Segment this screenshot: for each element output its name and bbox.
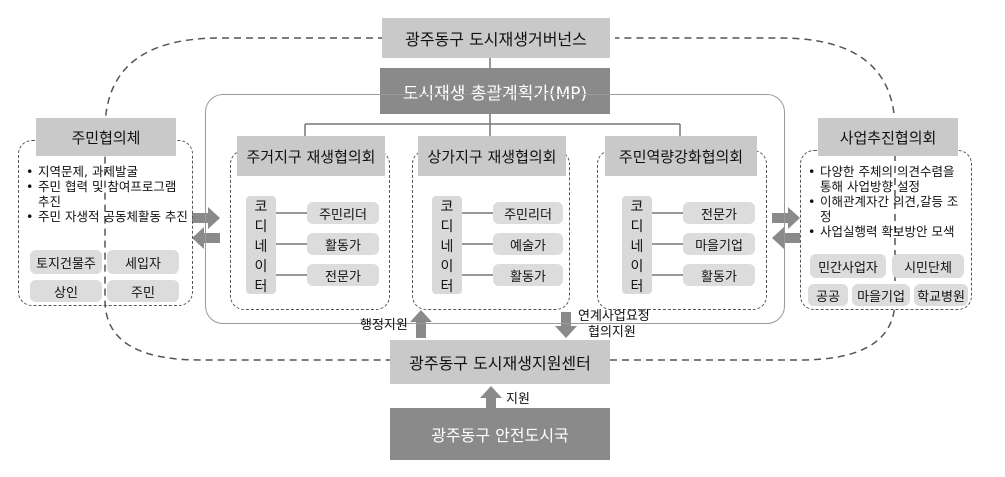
business-council-bullets: 다양한 주체의 의견수렴을 통해 사업방향 설정 이해관계자간 의견,갈등 조정…	[808, 164, 968, 239]
resident-member-1: 토지건물주	[30, 250, 102, 274]
council-title-commercial: 상가지구 재생협의회	[418, 136, 566, 176]
linked-request-label: 연계사업요청	[578, 309, 650, 324]
council-title-residential: 주거지구 재생협의회	[237, 136, 385, 176]
business-member-5: 학교병원	[914, 284, 968, 306]
business-member-1: 민간사업자	[810, 254, 886, 278]
business-member-4: 마을기업	[852, 284, 910, 306]
member-capacity-1: 전문가	[683, 202, 755, 224]
governance-title: 광주동구 도시재생거버넌스	[382, 18, 610, 58]
member-residential-2: 활동가	[307, 233, 379, 255]
left-exchange-arrows	[192, 207, 220, 249]
resident-member-4: 주민	[107, 280, 179, 302]
business-member-2: 시민단체	[892, 254, 964, 278]
linked-request-arrow	[555, 312, 577, 338]
admin-support-label: 행정지원	[360, 318, 408, 333]
member-capacity-3: 활동가	[683, 264, 755, 286]
member-commercial-1: 주민리더	[493, 202, 563, 224]
support-center-box: 광주동구 도시재생지원센터	[390, 340, 610, 384]
council-container	[205, 94, 785, 324]
business-member-3: 공공	[808, 284, 848, 306]
resident-member-2: 세입자	[107, 250, 179, 274]
resident-member-3: 상인	[30, 280, 102, 302]
council-title-capacity: 주민역량강화협의회	[605, 136, 757, 176]
resident-council-title: 주민협의체	[36, 118, 176, 156]
admin-support-arrow	[410, 310, 432, 338]
member-residential-3: 전문가	[307, 264, 379, 286]
master-plan-box: 도시재생 총괄계획가(MP)	[380, 68, 610, 114]
support-arrow	[480, 386, 502, 408]
consult-support-label: 협의지원	[588, 325, 636, 340]
member-commercial-2: 예술가	[493, 233, 563, 255]
support-label: 지원	[506, 392, 530, 407]
right-exchange-arrows	[772, 207, 800, 249]
member-residential-1: 주민리더	[307, 202, 379, 224]
business-council-title: 사업추진협의회	[818, 118, 958, 156]
resident-council-bullets: 지역문제, 과제발굴 주민 협력 및 참여프로그램 추진 주민 자생적 공동체활…	[26, 164, 191, 224]
member-capacity-2: 마을기업	[683, 233, 755, 255]
member-commercial-3: 활동가	[493, 264, 563, 286]
city-bureau-box: 광주동구 안전도시국	[390, 408, 610, 460]
